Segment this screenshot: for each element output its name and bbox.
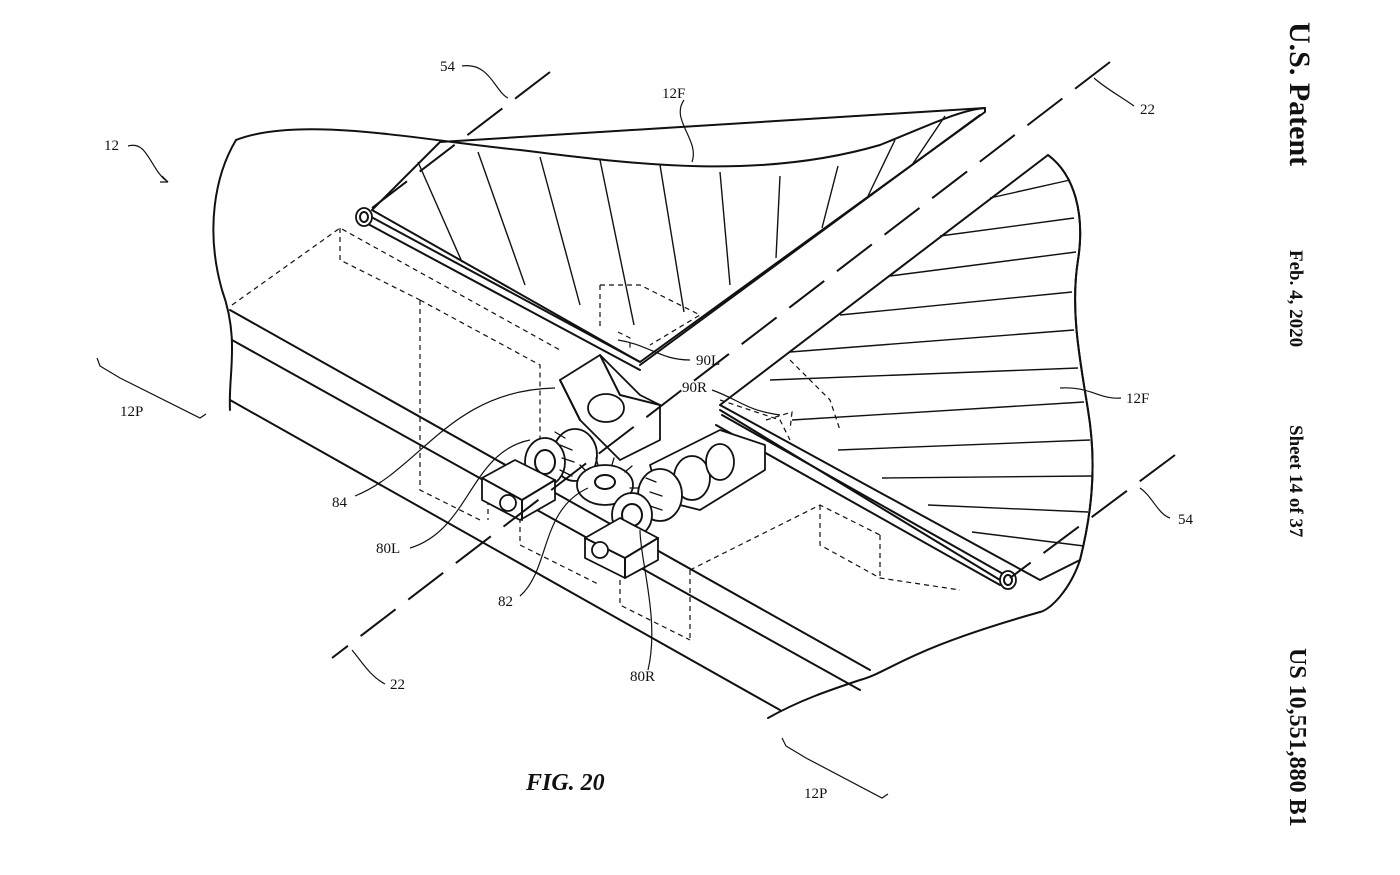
label-center-gear: 82 bbox=[498, 594, 513, 610]
label-flap-right: 12F bbox=[1126, 391, 1149, 407]
header-patent-number: US 10,551,880 B1 bbox=[1284, 648, 1310, 827]
label-flap-top: 12F bbox=[662, 86, 685, 102]
device-left-edge bbox=[212, 139, 237, 411]
header-title: U.S. Patent bbox=[1283, 22, 1316, 166]
flap-top-hatching bbox=[417, 115, 946, 326]
axis-54-top bbox=[371, 71, 551, 209]
axis-54-right bbox=[1009, 454, 1176, 579]
device-outline-bottom bbox=[767, 611, 1041, 719]
label-gear-assembly: 84 bbox=[332, 495, 348, 511]
hinge-axis-22 bbox=[331, 61, 1111, 659]
label-gear-right: 80R bbox=[630, 669, 655, 685]
label-pin-right: 90R bbox=[682, 380, 707, 396]
label-axis-top: 54 bbox=[440, 59, 456, 75]
device-outline-left bbox=[235, 107, 986, 168]
figure-caption: FIG. 20 bbox=[525, 770, 605, 796]
header-date: Feb. 4, 2020 bbox=[1285, 250, 1306, 347]
panel-lower bbox=[229, 309, 871, 711]
label-hinge-axis-bottom: 22 bbox=[390, 677, 405, 693]
label-panel-left: 12P bbox=[120, 404, 143, 420]
label-pin-left: 90L bbox=[696, 353, 720, 369]
hidden-lines bbox=[231, 227, 961, 641]
label-device: 12 bbox=[104, 138, 119, 154]
label-hinge-axis-top: 22 bbox=[1140, 102, 1155, 118]
flap-right bbox=[719, 154, 1094, 581]
gear-mechanism bbox=[481, 354, 766, 579]
flap-right-hatching bbox=[769, 179, 1093, 547]
leader-lines bbox=[96, 65, 1171, 799]
label-axis-right: 54 bbox=[1178, 512, 1194, 528]
flap-top bbox=[371, 107, 986, 363]
hinge-rod-top bbox=[355, 207, 641, 371]
label-gear-left: 80L bbox=[376, 541, 400, 557]
header-sheet: Sheet 14 of 37 bbox=[1285, 425, 1306, 538]
label-panel-bottom: 12P bbox=[804, 786, 827, 802]
